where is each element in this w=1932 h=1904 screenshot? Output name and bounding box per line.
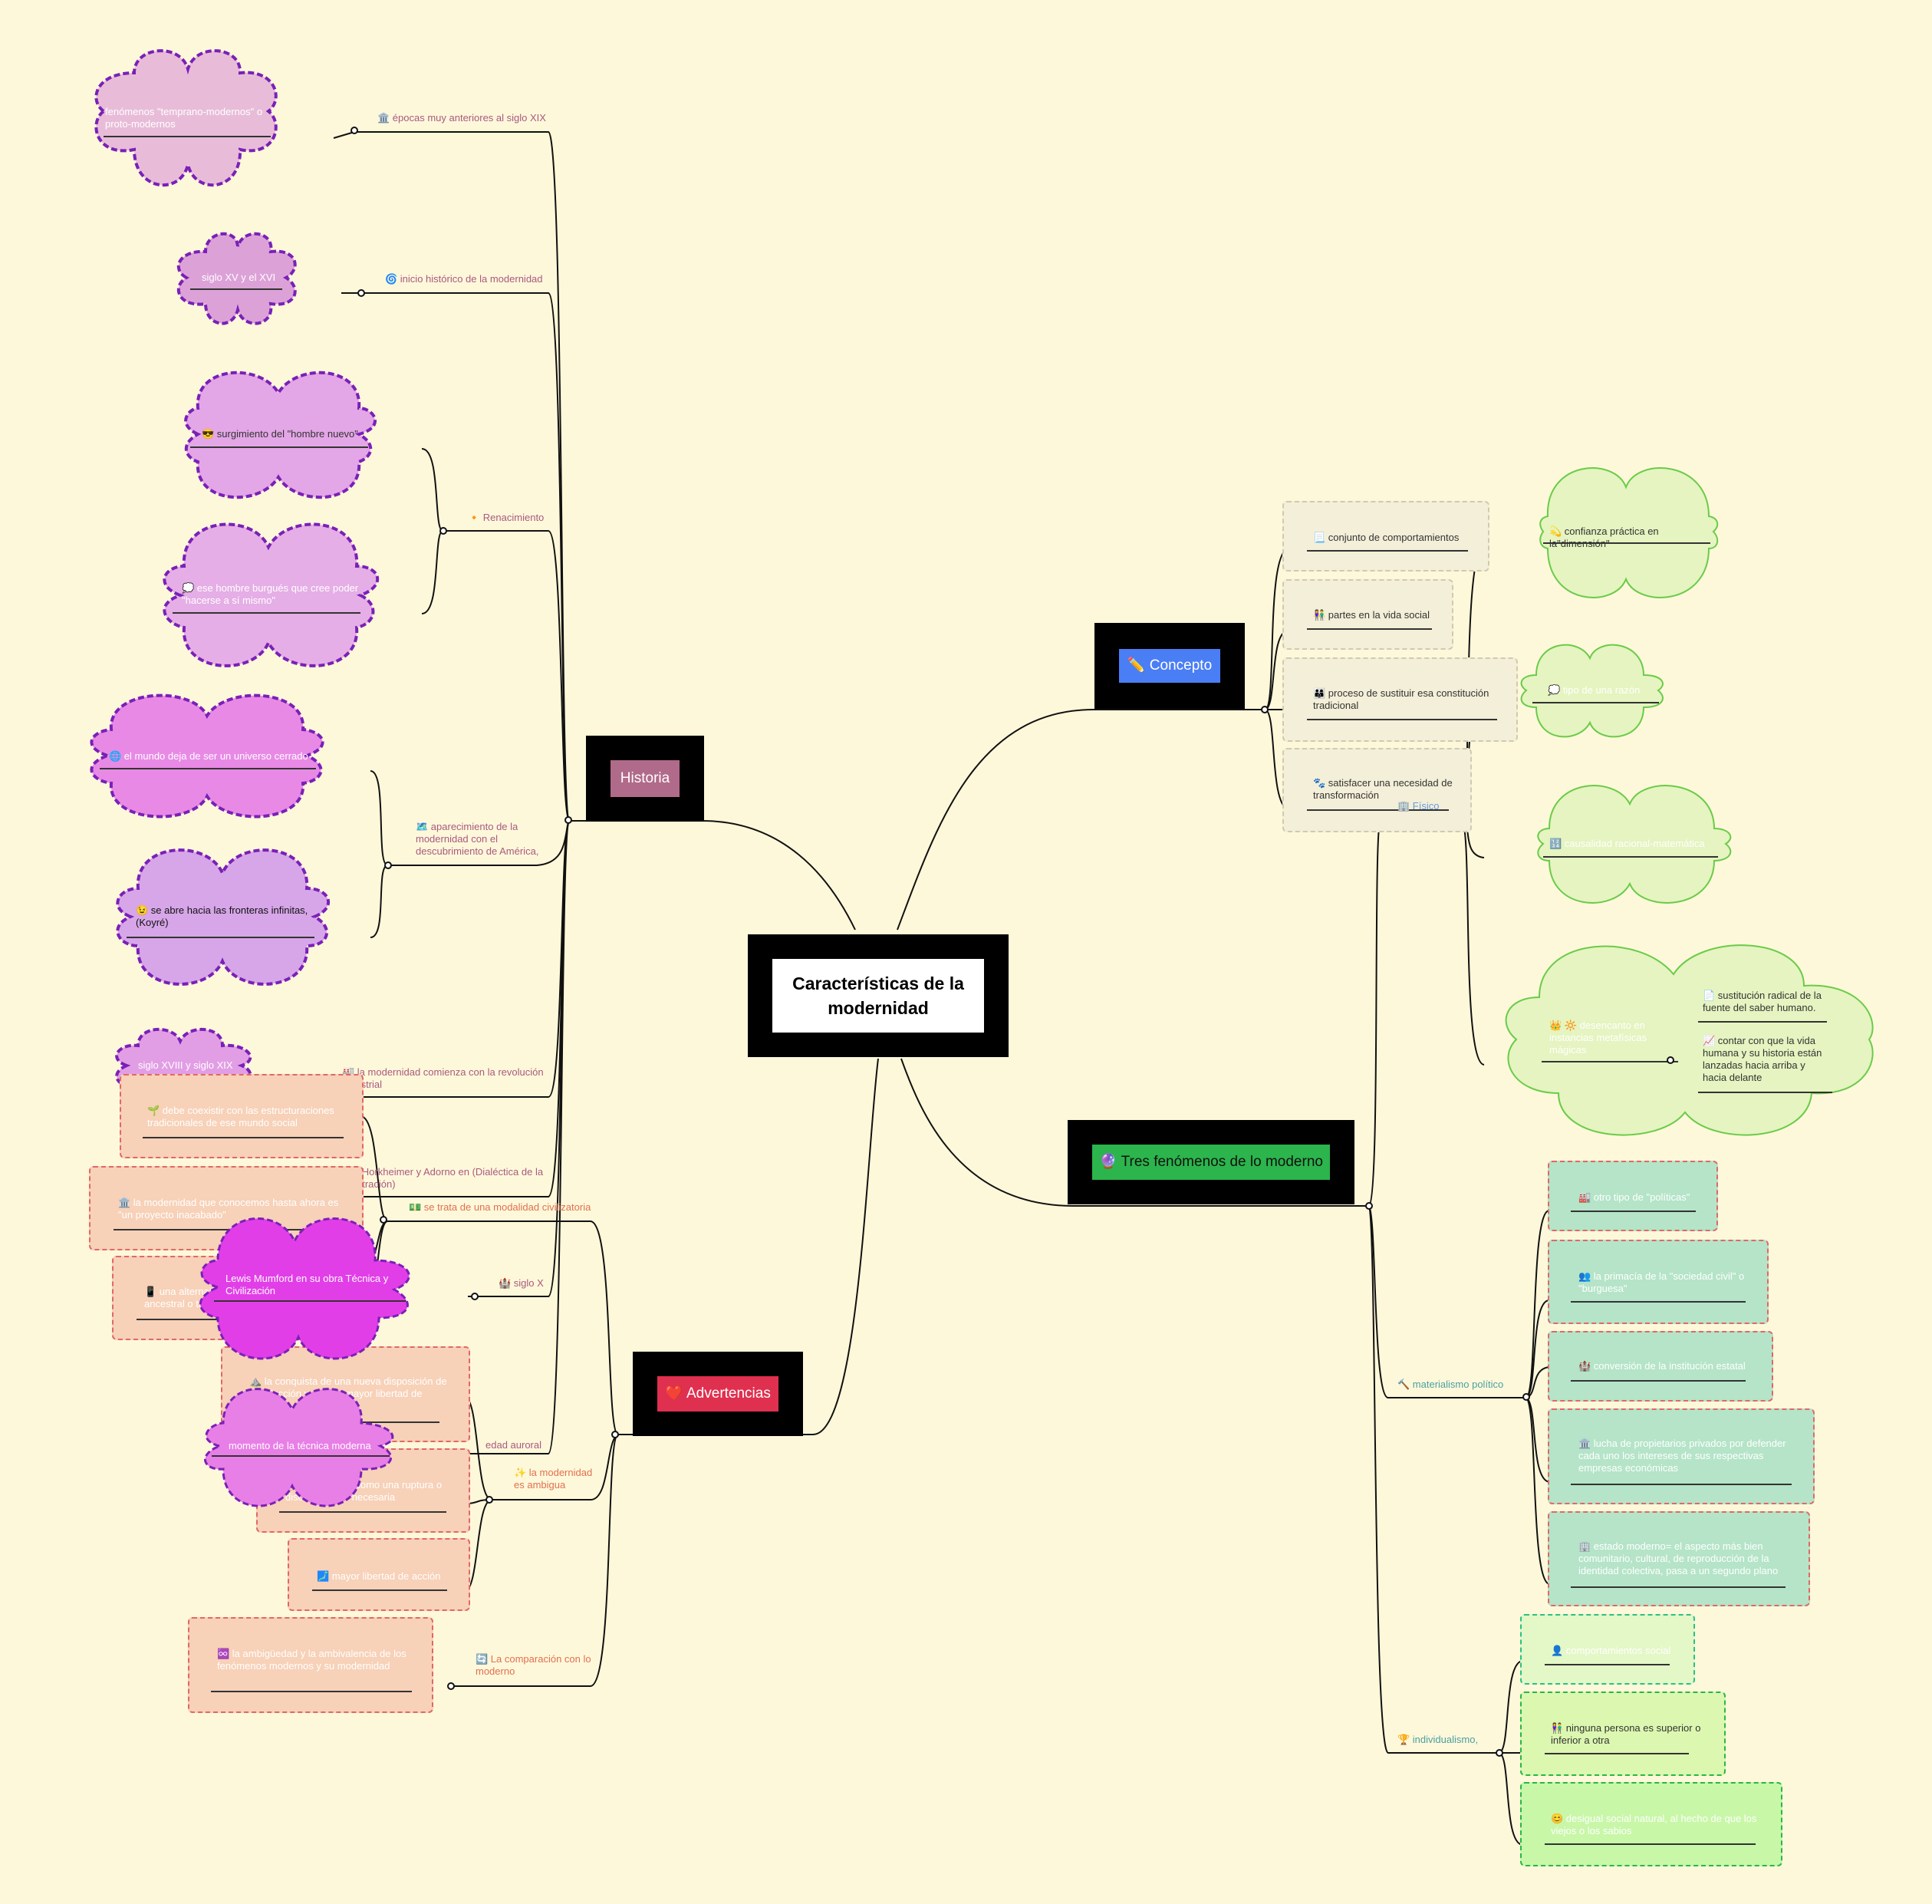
cloud-razon[interactable]: 💭 tipo de una razón [1517, 637, 1667, 744]
concepto-box-3[interactable]: 👨‍👩‍👦 proceso de sustituir esa constituc… [1282, 657, 1518, 742]
cloud-confianza[interactable]: 💫 confianza práctica en la"dimensión" [1534, 456, 1724, 608]
label-renacimiento[interactable]: 🔸 Renacimiento [468, 512, 545, 523]
branch-tres-label: 🔮 Tres fenómenos de lo moderno [1092, 1145, 1330, 1180]
mat-box-3[interactable]: 🏰 conversión de la institución estatal [1548, 1331, 1773, 1402]
cloud-mumford[interactable]: Lewis Mumford en su obra Técnica y Civil… [187, 1207, 419, 1372]
branch-advertencias[interactable]: ❤️ Advertencias [633, 1352, 803, 1436]
branch-tres[interactable]: 🔮 Tres fenómenos de lo moderno [1068, 1120, 1354, 1204]
box-coexistir[interactable]: 🌱 debe coexistir con las estructuracione… [120, 1074, 364, 1158]
label-individualismo[interactable]: 🏆 individualismo, [1397, 1734, 1479, 1745]
branch-concepto[interactable]: ✏️ Concepto [1094, 623, 1245, 709]
ind-box-2[interactable]: 👫 ninguna persona es superior o inferior… [1520, 1692, 1726, 1776]
branch-advertencias-label: ❤️ Advertencias [657, 1376, 778, 1412]
mat-box-5[interactable]: 🏢 estado moderno= el aspecto más bien co… [1548, 1511, 1810, 1606]
cloud-causalidad[interactable]: 🔢 causalidad racional-matemática [1534, 775, 1736, 913]
cloud-fronteras[interactable]: 😉 se abre hacia las fronteras infinitas,… [104, 838, 341, 996]
branch-historia-label: Historia [611, 760, 680, 797]
branch-historia[interactable]: Historia [586, 736, 704, 822]
label-epocas[interactable]: 🏛️ épocas muy anteriores al siglo XIX [377, 112, 546, 124]
cloud-burgues[interactable]: 💭 ese hombre burgués que cree poder "hac… [150, 512, 389, 677]
ind-box-1[interactable]: 👤 comportamientos social [1520, 1614, 1695, 1685]
concepto-box-1[interactable]: 📃 conjunto de comportamientos [1282, 501, 1489, 572]
mat-box-2[interactable]: 👥 la primacía de la "sociedad civil" o "… [1548, 1240, 1769, 1324]
cloud-tecnica[interactable]: momento de la técnica moderna [196, 1379, 407, 1517]
concepto-box-4[interactable]: 🐾 satisfacer una necesidad de transforma… [1282, 748, 1472, 832]
label-aparecimiento[interactable]: 🗺️ aparecimiento de la modernidad con el… [416, 821, 539, 857]
central-topic[interactable]: Características de la modernidad [748, 934, 1009, 1057]
box-libertad[interactable]: 🗾 mayor libertad de acción [288, 1538, 470, 1611]
cloud-protomodernos[interactable]: fenómenos "temprano-modernos" o proto-mo… [73, 42, 299, 196]
mat-box-1[interactable]: 🏭 otro tipo de "políticas" [1548, 1161, 1718, 1231]
mat-box-4[interactable]: 🏛️ lucha de propietarios privados por de… [1548, 1408, 1815, 1504]
label-horkheimer[interactable]: 💭 Horkheimer y Adorno en (Dialéctica de … [347, 1166, 544, 1190]
concepto-box-2[interactable]: 👫 partes en la vida social [1282, 579, 1453, 650]
label-fisico[interactable]: 🏢 Físico [1397, 800, 1440, 812]
cloud-hombre-nuevo[interactable]: 😎 surgimiento del "hombre nuevo" [167, 362, 390, 506]
label-ambigua[interactable]: ✨ la modernidad es ambigua [514, 1467, 593, 1491]
label-comparacion[interactable]: 🔄 La comparación con lo moderno [476, 1653, 591, 1677]
label-siglo-x[interactable]: 🏰 siglo X [499, 1277, 544, 1289]
branch-concepto-label: ✏️ Concepto [1119, 649, 1220, 683]
label-materialismo[interactable]: 🔨 materialismo político [1397, 1379, 1504, 1390]
central-topic-title: Características de la modernidad [772, 959, 984, 1033]
ind-box-3[interactable]: 😊 desigual social natural, al hecho de q… [1520, 1782, 1782, 1866]
label-revolucion[interactable]: 🏭 la modernidad comienza con la revoluci… [342, 1066, 544, 1090]
label-auroral[interactable]: edad auroral [485, 1439, 541, 1451]
cloud-mundo[interactable]: 🌐 el mundo deja de ser un universo cerra… [77, 685, 337, 827]
label-civilizatoria[interactable]: 💵 se trata de una modalidad civilizatori… [409, 1201, 591, 1213]
cloud-siglo15[interactable]: siglo XV y el XVI [167, 227, 305, 328]
label-inicio[interactable]: 🌀 inicio histórico de la modernidad [385, 273, 543, 285]
cloud-desencanto[interactable]: 👑 🔆 desencanto en instancias metafísicas… [1497, 932, 1878, 1147]
box-ambiguedad[interactable]: ♾️ la ambigüedad y la ambivalencia de lo… [188, 1617, 433, 1713]
